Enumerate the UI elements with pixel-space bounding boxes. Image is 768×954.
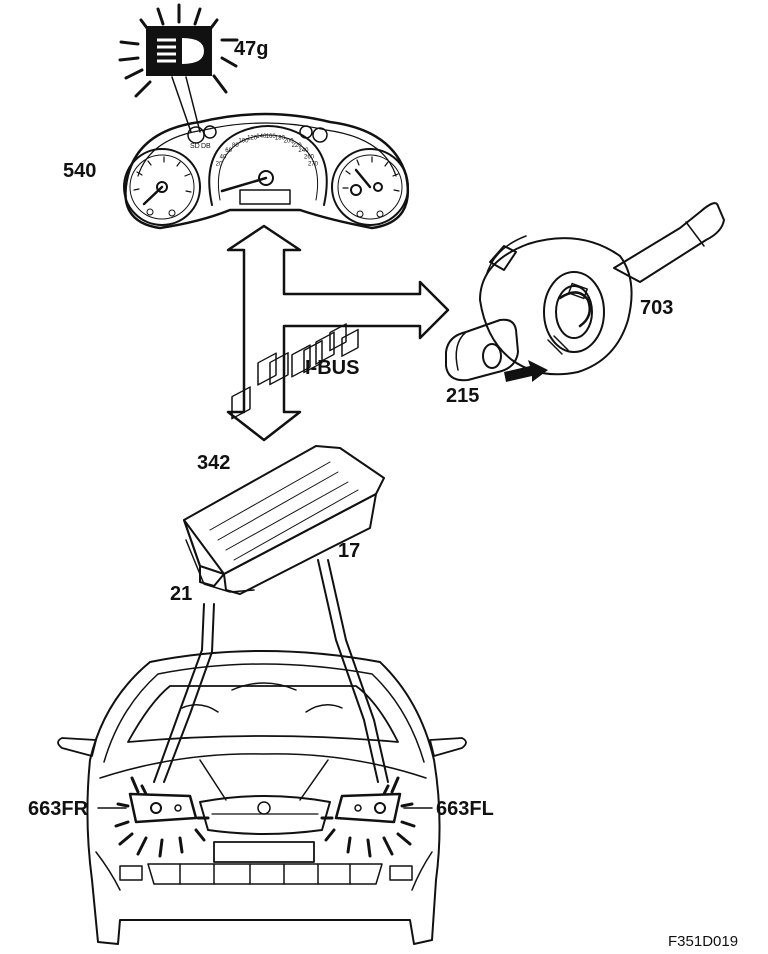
speedometer-tick-label: 200 xyxy=(284,139,295,145)
fog-lamp-left xyxy=(389,865,413,881)
car-body-outline xyxy=(86,650,441,945)
stalk-connector xyxy=(489,245,517,271)
speedometer-tick-label: 100 xyxy=(238,139,249,145)
license-plate xyxy=(213,841,315,863)
headlamp-right: 663FR xyxy=(28,776,210,858)
cem-label: 342 xyxy=(197,452,230,474)
fog-lamp-right xyxy=(119,865,143,881)
headlamp-left: 663FL xyxy=(320,776,494,858)
central-electronic-module: 342 xyxy=(183,323,385,595)
headlamp-symbol xyxy=(157,38,204,64)
odometer-display xyxy=(239,189,291,205)
ibus-arrow-shape xyxy=(226,224,450,442)
speedometer-tick-label: 270 xyxy=(308,162,319,168)
hood xyxy=(99,753,427,779)
headlamp-telltale: 47g xyxy=(118,3,268,133)
cluster-telltale-lamps: SD DB xyxy=(187,125,328,150)
button-label: 215 xyxy=(446,385,479,407)
cluster-label: 540 xyxy=(63,160,96,182)
stalk-housing xyxy=(479,237,633,376)
wire-harness-right xyxy=(153,603,215,783)
cluster-text-1: SD xyxy=(190,143,200,150)
tachometer-gauge xyxy=(123,148,201,226)
speedometer-tick-label: 240 xyxy=(298,148,309,154)
cem-top xyxy=(183,445,385,575)
cluster-text-2: DB xyxy=(201,143,211,150)
headlamp-right-rays xyxy=(114,776,210,858)
cem-fuse-grid xyxy=(209,461,359,561)
stalk-lever xyxy=(613,202,725,283)
wire-right-label: 21 xyxy=(170,583,192,605)
speedometer-tick-label: 180 xyxy=(275,136,286,142)
side-mirror-right xyxy=(57,737,97,757)
wire-harness-left xyxy=(317,559,389,783)
stalk-label: 703 xyxy=(640,297,673,319)
speedometer-tick-label: 20 xyxy=(216,162,223,168)
speedometer-tick-label: 40 xyxy=(220,155,227,161)
stalk-button: 215 xyxy=(445,318,548,407)
fuel-temp-gauge xyxy=(331,148,409,226)
speedometer-tick-label: 60 xyxy=(225,148,232,154)
push-direction-arrow xyxy=(504,360,548,382)
telltale-rays xyxy=(118,3,239,98)
light-switch-stalk: 703 xyxy=(479,202,725,376)
car-front-view xyxy=(57,650,467,945)
speedometer-tick-label: 260 xyxy=(304,155,315,161)
windshield xyxy=(127,685,399,743)
speedometer-tick-label: 120 xyxy=(247,136,258,142)
speedometer-tick-label: 160 xyxy=(266,134,277,140)
speedometer-tick-label: 80 xyxy=(232,143,239,149)
headlamp-right-label: 663FR xyxy=(28,798,89,820)
wire-left-label: 17 xyxy=(338,540,360,562)
headlamp-left-rays xyxy=(320,776,416,858)
headlamp-left-label: 663FL xyxy=(436,798,494,820)
speedometer-tick-label: 140 xyxy=(256,134,267,140)
grille xyxy=(199,795,331,835)
ibus-arrows: I-BUS xyxy=(226,224,450,442)
cem-relays xyxy=(231,323,359,420)
figure-id: F351D019 xyxy=(668,933,738,950)
lower-grille xyxy=(147,863,383,885)
speedometer-tick-label: 220 xyxy=(292,143,303,149)
side-mirror-left xyxy=(429,737,467,757)
telltale-label: 47g xyxy=(234,38,268,60)
